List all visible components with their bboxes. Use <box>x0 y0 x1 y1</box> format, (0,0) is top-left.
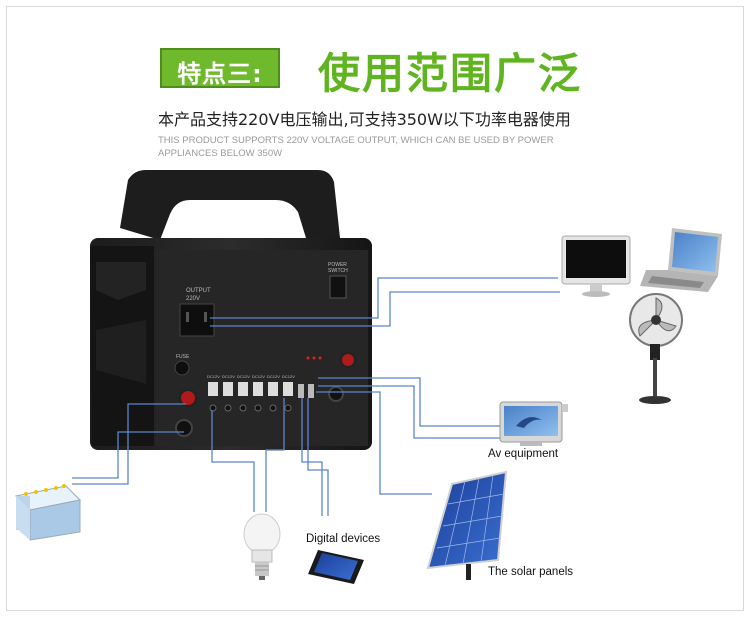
subtitle-english: THIS PRODUCT SUPPORTS 220V VOLTAGE OUTPU… <box>158 135 554 159</box>
power-switch-label-2: SWITCH <box>328 268 348 274</box>
feature-badge: 特点三: <box>160 48 280 88</box>
feature-badge-text: 特点三: <box>177 60 263 88</box>
solar-panel-icon <box>426 470 508 580</box>
svg-text:DC12V: DC12V <box>207 374 220 379</box>
connection-lines <box>72 277 560 516</box>
generator-icon: OUTPUT 220V POWER SWITCH FUSE DC12V DC12… <box>90 170 372 450</box>
dc-switch-row: DC12V DC12V DC12V DC12V DC12V DC12V <box>207 374 295 412</box>
fan-icon <box>629 293 683 404</box>
svg-text:DC12V: DC12V <box>222 374 235 379</box>
battery-icon <box>14 484 82 541</box>
output-label: OUTPUT <box>186 288 211 294</box>
power-switch-label: POWER <box>328 262 347 268</box>
ac-socket <box>179 303 215 337</box>
svg-text:DC12V: DC12V <box>267 374 280 379</box>
headline: 使用范围广泛 <box>318 49 583 98</box>
power-switch <box>329 275 347 299</box>
laptop-icon <box>640 228 722 292</box>
svg-text:DC12V: DC12V <box>237 374 250 379</box>
digital-devices-label: Digital devices <box>306 533 381 545</box>
output-voltage-label: 220V <box>186 296 200 302</box>
monitor-icon <box>561 235 631 297</box>
page-frame <box>6 6 744 611</box>
svg-text:DC12V: DC12V <box>252 374 265 379</box>
fuse-label: FUSE <box>176 354 190 360</box>
tv-icon <box>499 401 568 446</box>
phone-icon <box>308 550 364 584</box>
solar-panels-label: The solar panels <box>488 566 574 578</box>
bulb-icon <box>243 513 281 580</box>
av-equipment-label: Av equipment <box>488 448 559 460</box>
subtitle: 本产品支持220V电压输出,可支持350W以下功率电器使用 <box>158 110 571 129</box>
svg-text:DC12V: DC12V <box>282 374 295 379</box>
